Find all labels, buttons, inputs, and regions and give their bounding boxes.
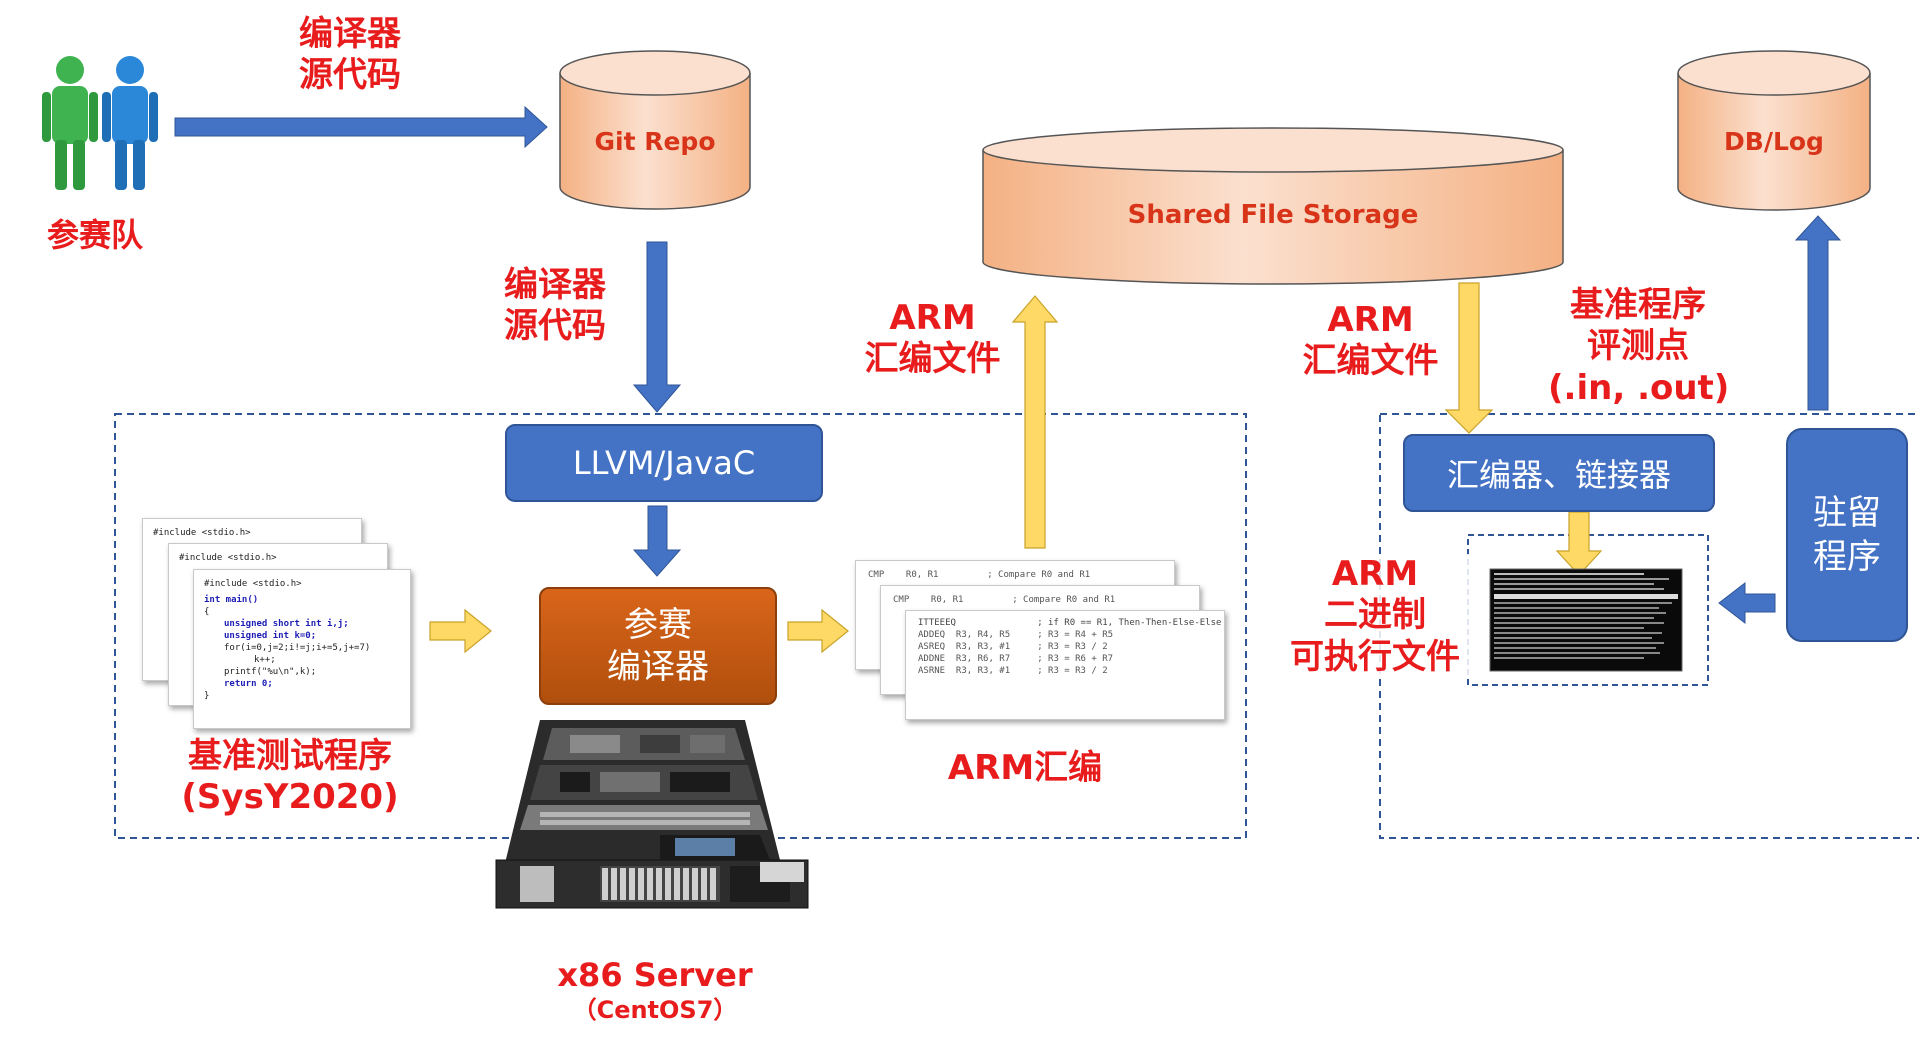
source-return: return 0;	[224, 679, 273, 689]
arrow-repo-to-llvm	[632, 241, 682, 413]
arrow-team-to-repo	[174, 105, 548, 149]
source-loop: for(i=0,j=2;i!=j;i+=5,j+=7)	[224, 643, 371, 653]
source-decl2: unsigned int k=0;	[224, 631, 317, 641]
source-include: #include <stdio.h>	[204, 579, 302, 589]
benchmark-io-line1: 基准程序	[1570, 285, 1706, 325]
arrow-asm-to-storage	[1011, 295, 1059, 549]
asm-line-3: ADDEQ R3, R4, R5 ; R3 = R4 + R5	[918, 630, 1114, 640]
benchmark-label: 基准测试程序 (SysY2020)	[160, 736, 420, 819]
db-log-label: DB/Log	[1724, 127, 1824, 156]
source-brace-open: {	[204, 607, 210, 617]
team-label: 参赛队	[46, 216, 143, 254]
asm-line-6: ASRNE R3, R3, #1 ; R3 = R3 / 2	[918, 666, 1108, 676]
source-decl1: unsigned short int i,j;	[224, 619, 349, 629]
benchmark-line1: 基准测试程序	[188, 736, 392, 776]
storage-to-arm-line1: ARM	[1327, 300, 1414, 340]
server-line2: （CentOS7）	[572, 996, 738, 1024]
daemon-line2: 程序	[1813, 537, 1881, 577]
arm-binary-line3: 可执行文件	[1290, 636, 1460, 677]
arm-binary-line1: ARM	[1331, 554, 1419, 594]
source-main: int main()	[204, 595, 259, 605]
source-print: printf("%u\n",k);	[224, 667, 317, 677]
asm-line-1: CMP R0, R1 ; Compare R0 and R1	[893, 595, 1116, 605]
arrow-assembler-to-binary	[1555, 511, 1603, 576]
arm-asm-label: ARM汇编	[947, 748, 1103, 788]
benchmark-io-line2: 评测点	[1587, 326, 1689, 367]
source-include: #include <stdio.h>	[179, 553, 277, 563]
arm-to-storage-label: ARM 汇编文件	[850, 298, 1015, 381]
arrow-source-to-compiler	[429, 608, 492, 654]
arm-binary-line2: 二进制	[1324, 595, 1426, 636]
shared-storage-cylinder	[982, 127, 1564, 285]
arm-to-storage-line2: 汇编文件	[864, 339, 1001, 380]
asm-line-5: ADDNE R3, R6, R7 ; R3 = R6 + R7	[918, 654, 1114, 664]
team-to-repo-label: 编译器 源代码	[280, 14, 420, 97]
source-code-sheet-front: #include <stdio.h> int main() { unsigned…	[193, 569, 411, 729]
team-compiler-box: 参赛 编译器	[539, 587, 777, 705]
arm-to-storage-line1: ARM	[889, 298, 976, 338]
git-repo-cylinder	[559, 50, 751, 210]
storage-to-arm-line2: 汇编文件	[1302, 341, 1439, 382]
terminal-screenshot	[1489, 568, 1683, 672]
llvm-javac-box: LLVM/JavaC	[505, 424, 823, 502]
server-label: x86 Server （CentOS7）	[535, 955, 775, 1025]
asm-line-2: ITTEEEQ ; if R0 == R1, Then-Then-Else-El…	[918, 618, 1222, 628]
build-region	[114, 413, 1247, 839]
benchmark-io-line3: (.in, .out)	[1548, 367, 1730, 408]
server-illustration	[495, 720, 809, 909]
daemon-line1: 驻留	[1813, 492, 1881, 533]
team-to-repo-line2: 源代码	[299, 55, 401, 96]
repo-to-compiler-line1: 编译器	[504, 265, 606, 305]
arrow-compiler-to-asm	[787, 608, 849, 654]
team-to-repo-line1: 编译器	[299, 14, 401, 54]
arrow-daemon-to-binary	[1718, 581, 1776, 625]
shared-storage-label: Shared File Storage	[1127, 200, 1419, 230]
source-brace-close: }	[204, 691, 210, 701]
asm-sheet-front: ITTEEEQ ; if R0 == R1, Then-Then-Else-El…	[905, 610, 1225, 720]
arrow-storage-to-assembler	[1444, 282, 1494, 434]
source-body: k++;	[254, 655, 276, 665]
benchmark-line2: (SysY2020)	[181, 777, 399, 818]
team-compiler-line1: 参赛	[624, 604, 692, 645]
daemon-box: 驻留 程序	[1786, 428, 1908, 642]
git-repo-label: Git Repo	[594, 127, 716, 156]
team-compiler-line2: 编译器	[607, 647, 709, 687]
asm-line-1: CMP R0, R1 ; Compare R0 and R1	[868, 570, 1091, 580]
server-line1: x86 Server	[557, 956, 753, 994]
storage-to-arm-label: ARM 汇编文件	[1288, 300, 1453, 383]
source-include: #include <stdio.h>	[153, 528, 251, 538]
repo-to-compiler-line2: 源代码	[504, 306, 606, 347]
assembler-linker-box: 汇编器、链接器	[1403, 434, 1715, 512]
arrow-llvm-to-compiler	[632, 505, 682, 577]
db-log-cylinder	[1677, 50, 1871, 211]
arrow-daemon-to-db	[1794, 215, 1842, 411]
team-icon	[42, 56, 158, 190]
asm-line-4: ASREQ R3, R3, #1 ; R3 = R3 / 2	[918, 642, 1108, 652]
benchmark-io-label: 基准程序 评测点 (.in, .out)	[1548, 285, 1730, 409]
repo-to-compiler-label: 编译器 源代码	[485, 265, 625, 348]
arm-binary-label: ARM 二进制 可执行文件	[1280, 554, 1470, 679]
